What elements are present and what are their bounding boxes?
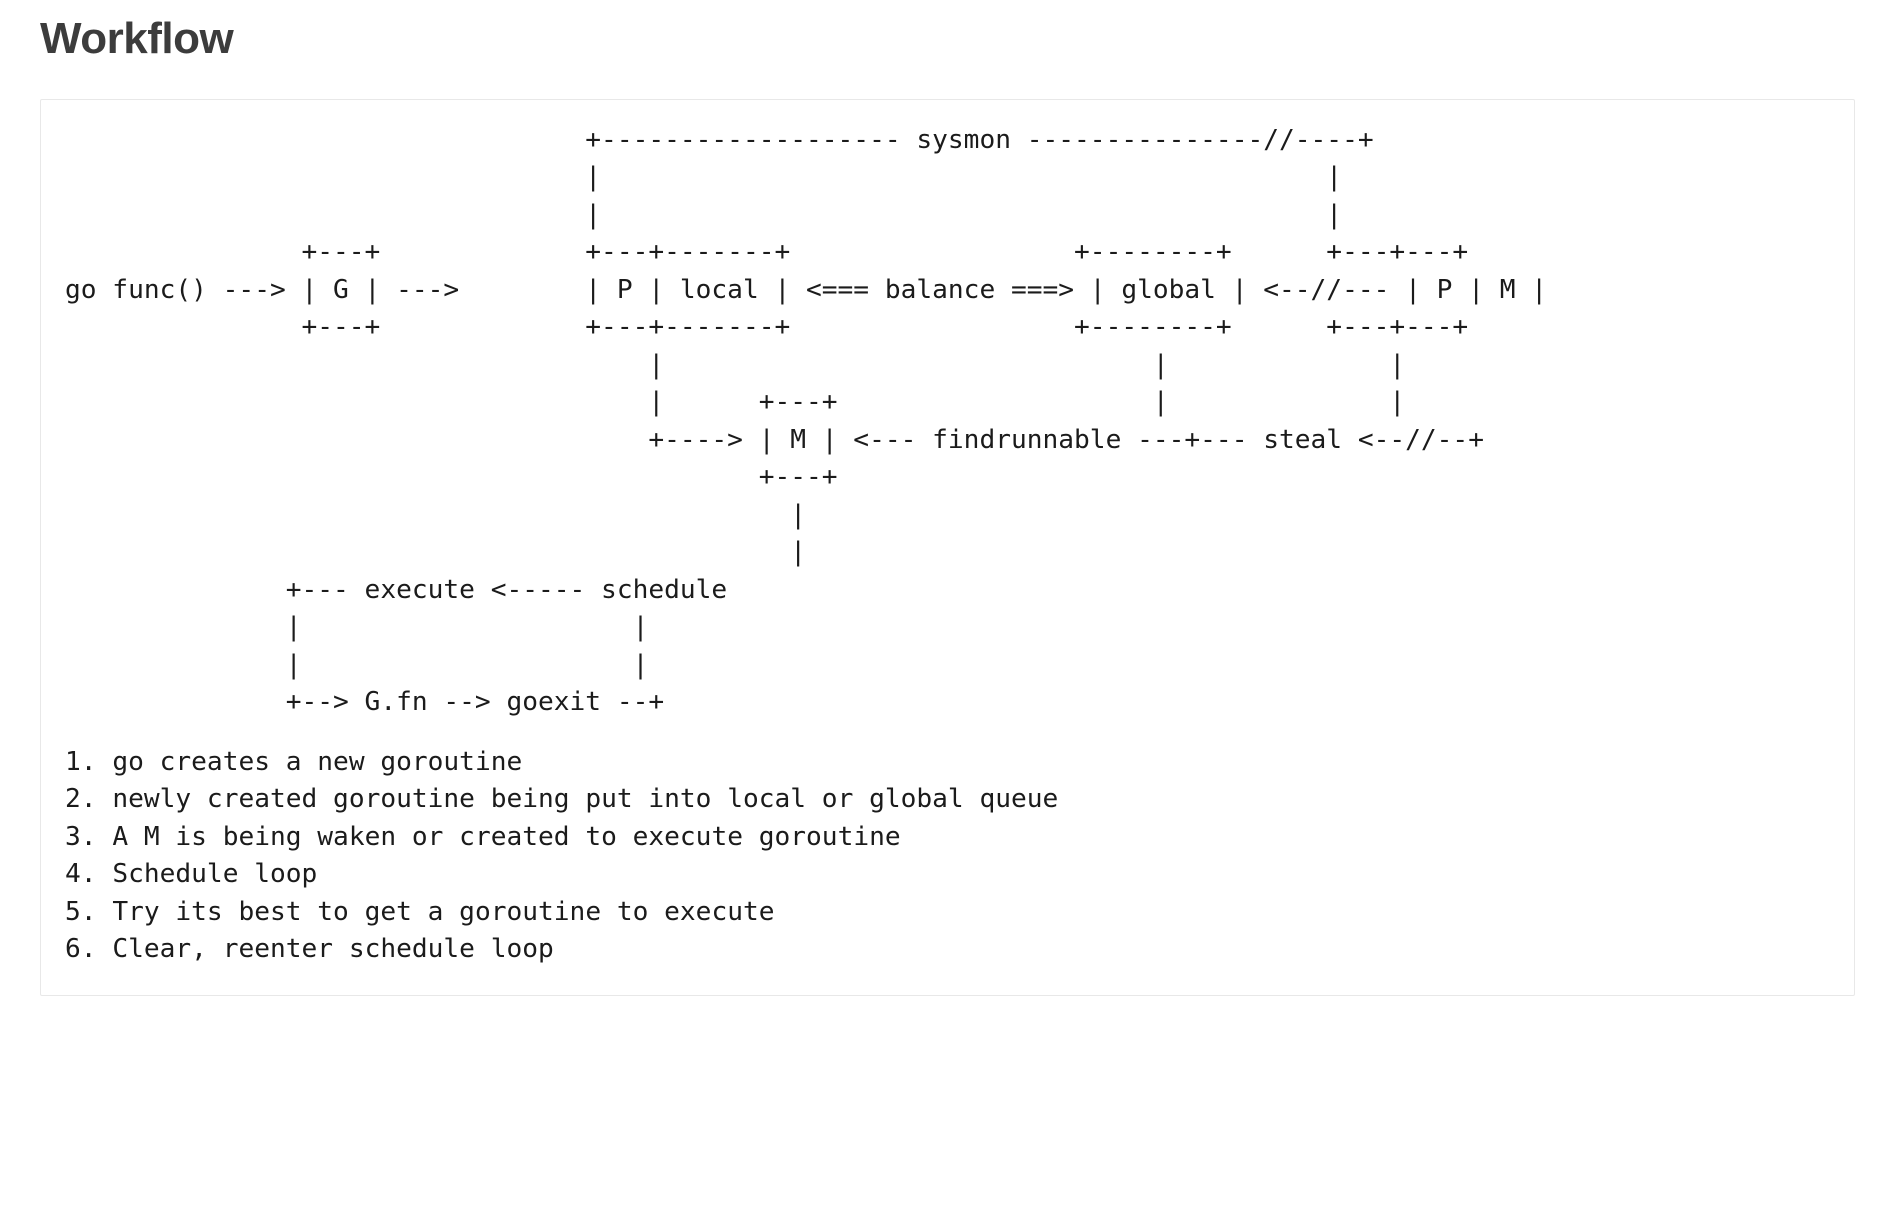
page-title: Workflow: [40, 14, 234, 63]
list-item: 3. A M is being waken or created to exec…: [65, 819, 1830, 857]
step-text: newly created goroutine being put into l…: [112, 784, 1059, 815]
list-item: 5. Try its best to get a goroutine to ex…: [65, 894, 1830, 932]
step-text: A M is being waken or created to execute…: [112, 821, 901, 852]
list-item: 4. Schedule loop: [65, 856, 1830, 894]
step-number: 6.: [65, 934, 97, 965]
workflow-ascii-diagram: +------------------- sysmon ------------…: [65, 124, 1548, 718]
step-text: Schedule loop: [112, 859, 318, 890]
page-root: Workflow +------------------- sysmon ---…: [40, 14, 1855, 996]
list-item: 6. Clear, reenter schedule loop: [65, 931, 1830, 969]
step-number: 2.: [65, 784, 97, 815]
step-number: 1.: [65, 746, 97, 777]
step-text: go creates a new goroutine: [112, 746, 523, 777]
workflow-steps-list: 1. go creates a new goroutine 2. newly c…: [65, 744, 1830, 969]
step-text: Try its best to get a goroutine to execu…: [112, 896, 775, 927]
list-item: 1. go creates a new goroutine: [65, 744, 1830, 782]
workflow-content-card: +------------------- sysmon ------------…: [40, 98, 1855, 996]
step-number: 5.: [65, 896, 97, 927]
step-number: 3.: [65, 821, 97, 852]
list-item: 2. newly created goroutine being put int…: [65, 781, 1830, 819]
step-text: Clear, reenter schedule loop: [112, 934, 554, 965]
step-number: 4.: [65, 859, 97, 890]
